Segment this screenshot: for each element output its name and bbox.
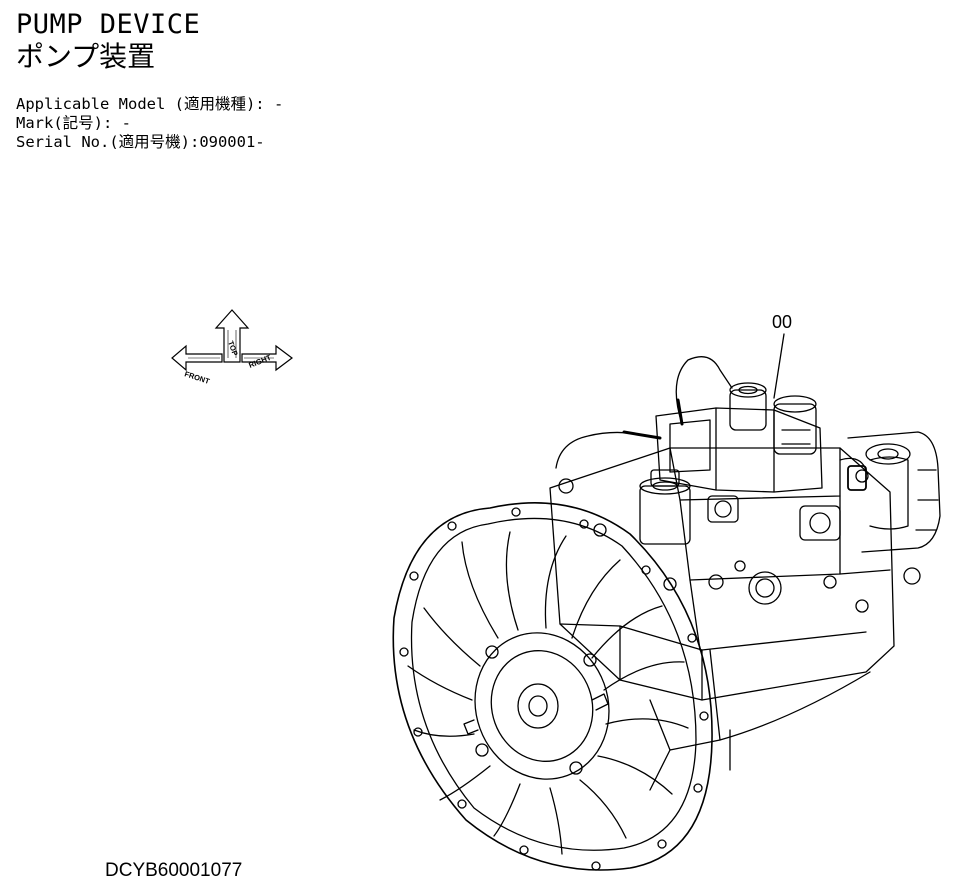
mark: Mark(記号): - (16, 114, 131, 132)
serial-number: Serial No.(適用号機):090001- (16, 133, 265, 151)
model-info: Applicable Model (適用機種): - Mark(記号): - S… (16, 95, 283, 152)
orientation-front-label: FRONT (183, 369, 211, 386)
orientation-indicator-icon: FRONT TOP RIGHT (171, 309, 293, 386)
title-block: PUMP DEVICE ポンプ装置 (16, 10, 200, 74)
page-title: PUMP DEVICE (16, 9, 201, 40)
page-title-japanese: ポンプ装置 (16, 40, 156, 73)
pump-device-illustration (392, 333, 941, 871)
part-callout-label: 00 (772, 312, 793, 332)
applicable-model: Applicable Model (適用機種): - (16, 95, 284, 113)
drawing-code: DCYB60001077 (105, 860, 243, 881)
